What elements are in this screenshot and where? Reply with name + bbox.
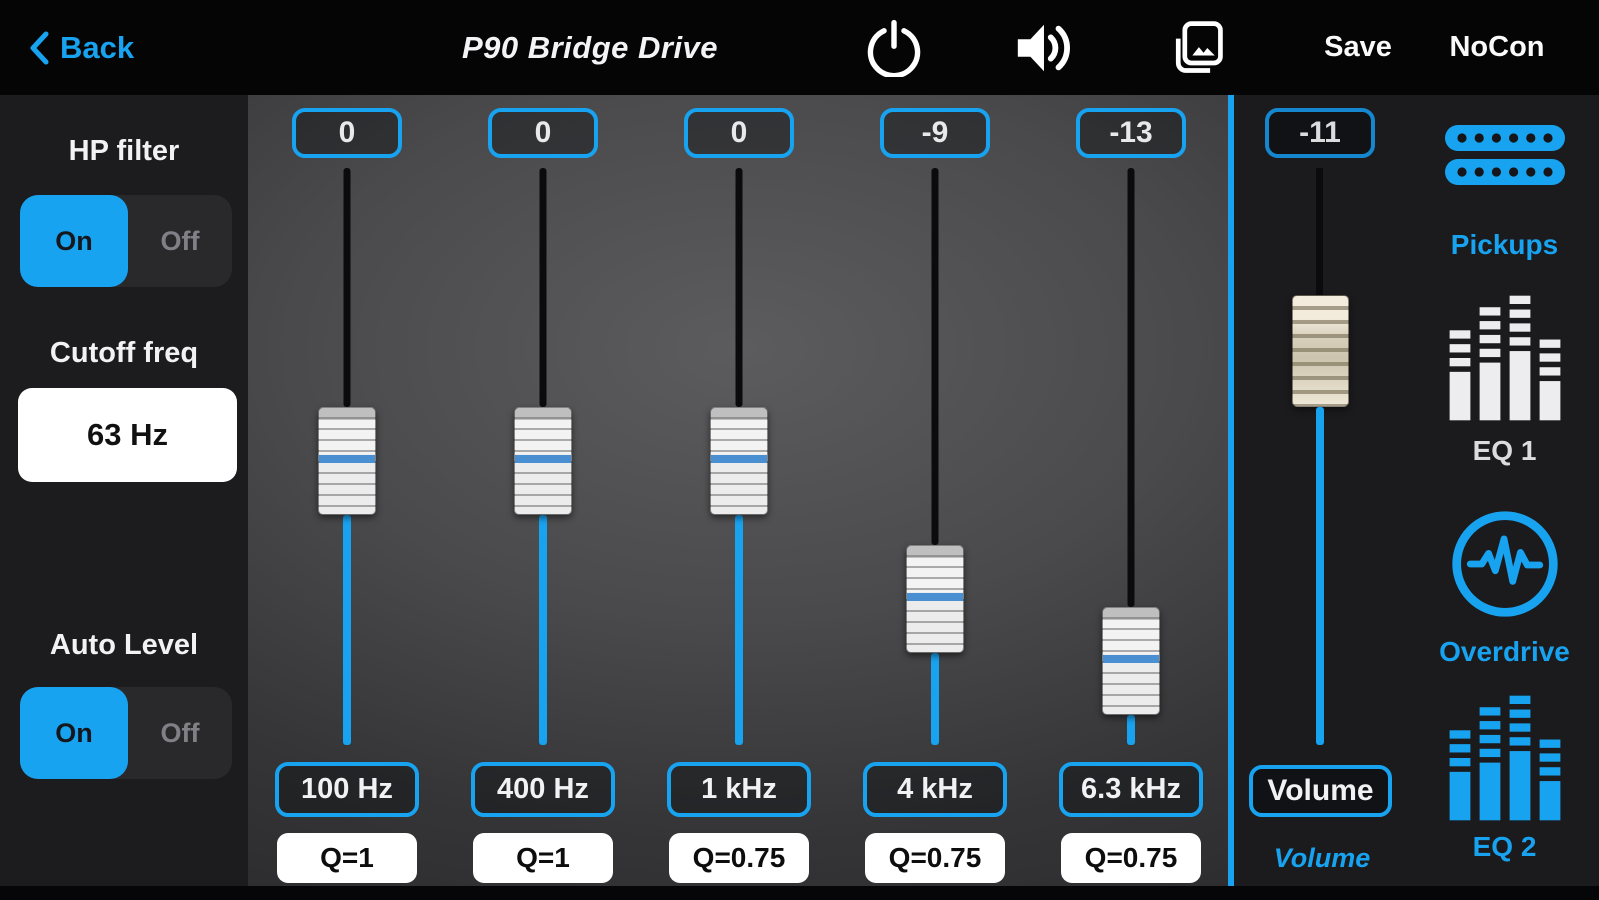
cutoff-freq-label: Cutoff freq bbox=[49, 337, 199, 369]
nav-item-overdrive[interactable]: Overdrive bbox=[1410, 506, 1599, 668]
nav-item-pickups[interactable]: Pickups bbox=[1410, 125, 1599, 261]
band-5-track-upper[interactable] bbox=[1127, 168, 1135, 607]
eq-band-3: 0 1 kHz Q=0.75 bbox=[641, 95, 837, 886]
preset-title: P90 Bridge Drive bbox=[461, 29, 719, 65]
nav-item-eq2[interactable]: EQ 2 bbox=[1410, 695, 1599, 863]
nav-label-eq1: EQ 1 bbox=[1472, 435, 1537, 466]
back-label: Back bbox=[60, 29, 135, 65]
eq-band-2: 0 400 Hz Q=1 bbox=[445, 95, 641, 886]
pickup-humbucker-icon bbox=[1444, 125, 1565, 185]
band-4-track-upper[interactable] bbox=[931, 168, 939, 545]
band-3-gain-value[interactable]: 0 bbox=[684, 108, 794, 158]
eq-band-4: -9 4 kHz Q=0.75 bbox=[837, 95, 1033, 886]
volume-panel: -11 Volume Volume bbox=[1234, 95, 1410, 886]
hp-filter-off-button[interactable]: Off bbox=[160, 225, 200, 256]
section-nav-rail: Pickups EQ 1 O bbox=[1410, 95, 1599, 886]
band-1-freq-label[interactable]: 100 Hz bbox=[275, 762, 419, 817]
band-3-track-upper[interactable] bbox=[735, 168, 743, 407]
band-2-freq-label[interactable]: 400 Hz bbox=[471, 762, 615, 817]
volume-caption: Volume bbox=[1273, 843, 1371, 873]
band-5-fader-handle[interactable] bbox=[1102, 607, 1160, 715]
band-4-gain-value[interactable]: -9 bbox=[880, 108, 990, 158]
power-icon bbox=[867, 19, 921, 77]
band-1-gain-value[interactable]: 0 bbox=[292, 108, 402, 158]
power-button[interactable] bbox=[863, 17, 925, 79]
band-3-freq-label[interactable]: 1 kHz bbox=[667, 762, 811, 817]
auto-level-toggle[interactable]: On Off bbox=[20, 687, 232, 779]
eq-band-area: 0 100 Hz Q=1 0 400 Hz Q=1 0 1 kHz Q=0.75… bbox=[248, 95, 1234, 886]
band-1-track-lower[interactable] bbox=[343, 515, 351, 745]
photos-icon bbox=[1175, 21, 1223, 73]
volume-track-upper[interactable] bbox=[1316, 168, 1323, 295]
band-3-track-lower[interactable] bbox=[735, 515, 743, 745]
band-2-gain-value[interactable]: 0 bbox=[488, 108, 598, 158]
volume-gain-value[interactable]: -11 bbox=[1265, 108, 1375, 158]
hp-filter-toggle[interactable]: On Off bbox=[20, 195, 232, 287]
band-2-fader-handle[interactable] bbox=[514, 407, 572, 515]
band-2-track-lower[interactable] bbox=[539, 515, 547, 745]
band-4-q-value[interactable]: Q=0.75 bbox=[865, 833, 1005, 883]
cutoff-freq-value[interactable]: 63 Hz bbox=[18, 388, 237, 482]
auto-level-label: Auto Level bbox=[49, 629, 199, 661]
band-1-q-value[interactable]: Q=1 bbox=[277, 833, 417, 883]
band-5-freq-label[interactable]: 6.3 kHz bbox=[1059, 762, 1203, 817]
volume-box-label[interactable]: Volume bbox=[1249, 765, 1392, 817]
pickup-image-button[interactable] bbox=[1166, 17, 1228, 79]
save-button[interactable]: Save bbox=[1324, 31, 1392, 63]
band-5-gain-value[interactable]: -13 bbox=[1076, 108, 1186, 158]
nav-label-pickups: Pickups bbox=[1450, 229, 1559, 260]
eq-band-5: -13 6.3 kHz Q=0.75 bbox=[1033, 95, 1229, 886]
connection-status-button[interactable]: NoCon bbox=[1449, 31, 1545, 63]
band-1-fader-handle[interactable] bbox=[318, 407, 376, 515]
band-4-freq-label[interactable]: 4 kHz bbox=[863, 762, 1007, 817]
back-button[interactable]: Back bbox=[28, 0, 134, 95]
nav-label-eq2: EQ 2 bbox=[1472, 831, 1537, 862]
chevron-left-icon bbox=[30, 31, 49, 64]
nav-item-eq1[interactable]: EQ 1 bbox=[1410, 295, 1599, 467]
eq-band-1: 0 100 Hz Q=1 bbox=[249, 95, 445, 886]
eq-bars-icon bbox=[1449, 695, 1560, 821]
band-4-fader-handle[interactable] bbox=[906, 545, 964, 653]
band-2-track-upper[interactable] bbox=[539, 168, 547, 407]
volume-track-lower[interactable] bbox=[1316, 407, 1324, 745]
hp-filter-label: HP filter bbox=[68, 135, 180, 167]
speaker-icon bbox=[1017, 24, 1070, 72]
audio-monitor-button[interactable] bbox=[1012, 17, 1074, 79]
volume-fader-handle[interactable] bbox=[1292, 295, 1349, 407]
auto-level-on-button[interactable]: On bbox=[20, 687, 128, 779]
band-3-fader-handle[interactable] bbox=[710, 407, 768, 515]
band-3-q-value[interactable]: Q=0.75 bbox=[669, 833, 809, 883]
auto-level-off-button[interactable]: Off bbox=[160, 717, 200, 748]
overdrive-wave-icon bbox=[1451, 511, 1558, 617]
hp-filter-on-button[interactable]: On bbox=[20, 195, 128, 287]
band-5-q-value[interactable]: Q=0.75 bbox=[1061, 833, 1201, 883]
band-5-track-lower[interactable] bbox=[1127, 715, 1135, 745]
filter-panel: HP filter On Off Cutoff freq 63 Hz Auto … bbox=[0, 95, 248, 886]
nav-label-overdrive: Overdrive bbox=[1439, 636, 1570, 667]
section-divider bbox=[1228, 95, 1234, 886]
top-bar: Back P90 Bridge Drive Save NoCon bbox=[0, 0, 1599, 95]
band-2-q-value[interactable]: Q=1 bbox=[473, 833, 613, 883]
eq-bars-icon bbox=[1449, 295, 1560, 421]
band-4-track-lower[interactable] bbox=[931, 653, 939, 745]
band-1-track-upper[interactable] bbox=[343, 168, 351, 407]
